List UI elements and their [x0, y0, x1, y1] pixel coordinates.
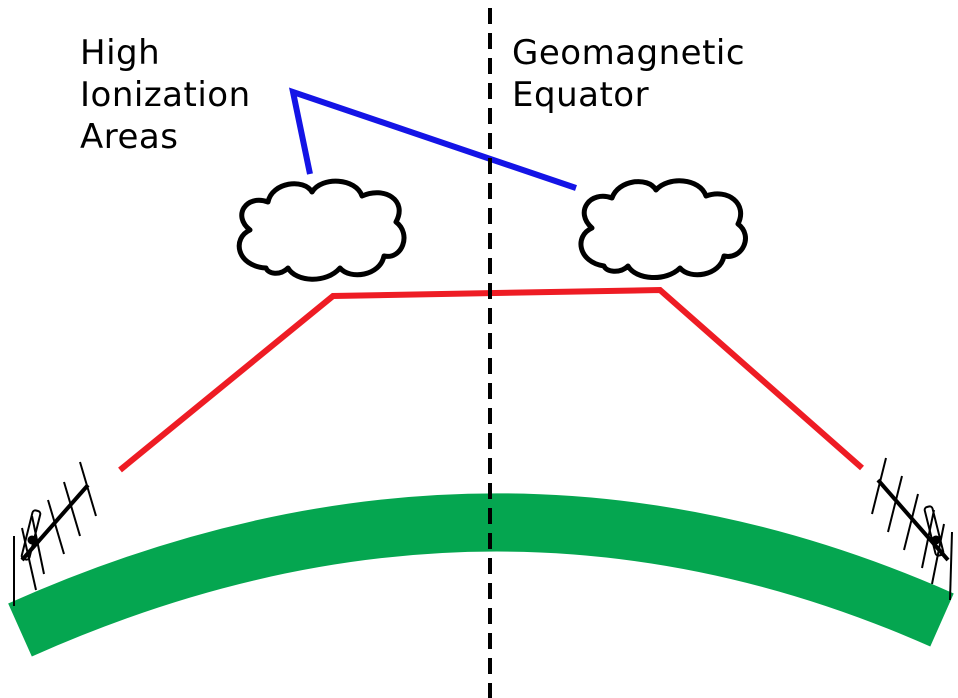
left-antenna: [13, 461, 97, 606]
signal-path-line: [118, 286, 864, 473]
yagi-antenna-icon: [13, 461, 97, 606]
high-ionization-cloud-right: [578, 178, 748, 281]
geomagnetic-equator-label: Geomagnetic Equator: [512, 32, 745, 116]
high-ionization-areas-label: High Ionization Areas: [80, 32, 251, 158]
cloud-icon: [578, 178, 748, 281]
earth-surface-band: [8, 493, 954, 657]
label-line: Areas: [80, 117, 179, 157]
high-ionization-cloud-left: [236, 178, 407, 282]
pointer-line: [288, 87, 577, 191]
label-line: Geomagnetic: [512, 33, 746, 73]
cloud-icon: [236, 178, 407, 282]
right-antenna: [871, 457, 953, 601]
yagi-antenna-icon: [871, 457, 953, 601]
label-line: High: [80, 33, 161, 73]
label-line: Equator: [512, 75, 650, 115]
label-line: Ionization: [80, 75, 251, 115]
